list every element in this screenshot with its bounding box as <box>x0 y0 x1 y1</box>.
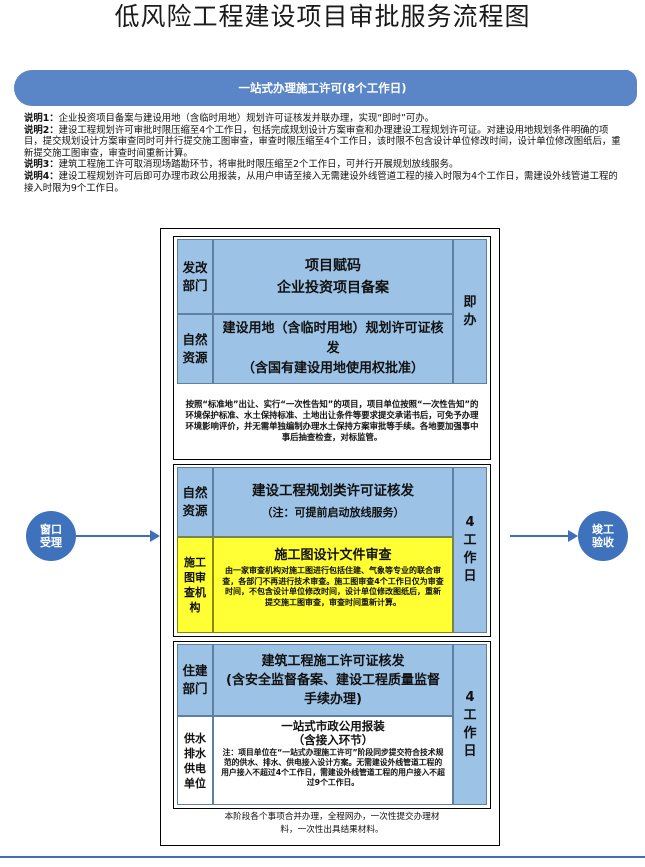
stage2-dept1-label: 自然资源 <box>182 485 208 518</box>
note-3: 说明3：建筑工程施工许可取消现场踏勘环节，将审批时限压缩至2个工作日，可并行开展… <box>24 159 624 171</box>
stage1-item2-line1: 建设用地（含临时用地）规划许可证核发 <box>222 321 444 356</box>
stage3-item2-title: 一站式市政公用报装 （含接入环节） <box>214 717 452 747</box>
left-arrow-line <box>76 535 150 537</box>
stage3-timing: 4工作日 <box>453 644 487 805</box>
banner-end-cap <box>625 70 637 106</box>
note-label: 说明2： <box>24 124 59 136</box>
stage3-item1: 建筑工程施工许可证核发 (含安全监督备案、建设工程质量监督手续办理) <box>213 644 453 716</box>
stage1-item1-line2: 企业投资项目备案 <box>277 279 389 296</box>
right-arrow-line <box>510 535 568 537</box>
stage1-item2-line2: （含国有建设用地使用权批准） <box>241 361 424 376</box>
note-text: 建设工程规划许可后即可办理市政公用报装，从用户申请至接入无需建设外线管道工程的接… <box>24 170 618 194</box>
stage2-item1: 建设工程规划类许可证核发 （注：可提前启动放线服务） <box>213 467 453 537</box>
stage1-dept1: 发改部门 <box>177 239 213 314</box>
stage1-item2: 建设用地（含临时用地）规划许可证核发 （含国有建设用地使用权批准） <box>213 314 453 384</box>
notes-section: 说明1：企业投资项目备案与建设用地（含临时用地）规划许可证核发并联办理，实现“即… <box>24 113 624 194</box>
note-text: 建筑工程施工许可取消现场踏勘环节，将审批时限压缩至2个工作日，可并行开展规划放线… <box>58 159 459 171</box>
stage2-dept2: 施工图审查机构 <box>177 537 213 633</box>
stage2-item2-title: 施工图设计文件审查 <box>214 538 452 564</box>
stage2-dept1: 自然资源 <box>177 467 213 537</box>
note-4: 说明4：建设工程规划许可后即可办理市政公用报装，从用户申请至接入无需建设外线管道… <box>24 171 624 194</box>
completion-acceptance-label: 竣工验收 <box>592 523 614 549</box>
stage1-dept2: 自然资源 <box>177 314 213 384</box>
stage3-timing-label: 4工作日 <box>463 689 477 759</box>
stage3-item2-note: 注：项目单位在“一站式办理施工许可”阶段同步提交符合技术规范的供水、排水、供电接… <box>214 747 452 789</box>
left-arrow-head <box>150 530 160 542</box>
stage2-timing-label: 4工作日 <box>463 515 477 584</box>
note-label: 说明3： <box>24 159 59 171</box>
stage2-timing: 4工作日 <box>453 467 487 633</box>
stage3-item2-note-text: 注：项目单位在“一站式办理施工许可”阶段同步提交符合技术规范的供水、排水、供电接… <box>221 748 445 787</box>
note-label: 说明1： <box>24 113 59 124</box>
window-acceptance-node: 窗口受理 <box>26 511 76 561</box>
window-acceptance-label: 窗口受理 <box>40 523 62 549</box>
stage3-item1-line1: 建筑工程施工许可证核发 <box>261 653 405 669</box>
stage2-item2-title-text: 施工图设计文件审查 <box>274 547 392 563</box>
stage2-dept2-label: 施工图审查机构 <box>184 556 206 614</box>
bottom-divider <box>0 856 645 858</box>
stage3-dept1: 住建部门 <box>177 644 213 716</box>
stage-banner: 一站式办理施工许可(8个工作日) <box>14 70 637 106</box>
stage-footer-text: 本阶段各个事项合并办理，全程网办，一次性提交办理材料，一次性出具结果材料。 <box>224 812 440 835</box>
stage2-item2-note: 由一家审查机构对施工图进行包括住建、气象等专业的联合审查，各部门不再进行技术审查… <box>214 564 452 610</box>
completion-acceptance-node: 竣工验收 <box>578 511 628 561</box>
stage1-note-text: 按照“标准地”出让、实行“一次性告知”的项目，项目单位按照“一次性告知”的环境保… <box>185 399 479 442</box>
process-flow-box: 发改部门 项目赋码 企业投资项目备案 自然资源 建设用地（含临时用地）规划许可证… <box>160 228 500 846</box>
stage3-item2-line1: 一站式市政公用报装 <box>281 719 385 733</box>
stage1-item1-line1: 项目赋码 <box>305 257 361 274</box>
note-text: 建设工程规划许可审批时限压缩至4个工作日，包括完成规划设计方案审查和办理建设工程… <box>24 124 621 159</box>
stage1-timing: 即办 <box>453 239 487 384</box>
stage1-note: 按照“标准地”出让、实行“一次性告知”的项目，项目单位按照“一次性告知”的环境保… <box>177 386 487 456</box>
stage1-timing-label: 即办 <box>463 294 477 328</box>
stage3-dept2: 供水排水供电单位 <box>177 716 213 805</box>
stage3-dept2-label: 供水排水供电单位 <box>184 731 206 790</box>
stage1-dept1-label: 发改部门 <box>182 259 208 293</box>
stage-footer-note: 本阶段各个事项合并办理，全程网办，一次性提交办理材料，一次性出具结果材料。 <box>221 811 443 843</box>
page-title: 低风险工程建设项目审批服务流程图 <box>114 2 531 31</box>
note-1: 说明1：企业投资项目备案与建设用地（含临时用地）规划许可证核发并联办理，实现“即… <box>24 113 624 125</box>
stage1-dept2-label: 自然资源 <box>182 332 208 365</box>
right-arrow-head <box>568 530 578 542</box>
note-text: 企业投资项目备案与建设用地（含临时用地）规划许可证核发并联办理，实现“即时”可办… <box>58 113 434 124</box>
stage2-item1-line1: 建设工程规划类许可证核发 <box>252 483 414 499</box>
stage-banner-label: 一站式办理施工许可(8个工作日) <box>238 81 407 95</box>
stage3-dept1-label: 住建部门 <box>182 663 208 696</box>
stage3-item2-line2: （含接入环节） <box>292 733 374 747</box>
stage1-item1: 项目赋码 企业投资项目备案 <box>213 239 453 314</box>
stage2-item1-line2: （注：可提前启动放线服务） <box>261 506 405 519</box>
stage2-item2-note-text: 由一家审查机构对施工图进行包括住建、气象等专业的联合审查，各部门不再进行技术审查… <box>222 566 444 607</box>
stage2-item2: 施工图设计文件审查 由一家审查机构对施工图进行包括住建、气象等专业的联合审查，各… <box>213 537 453 633</box>
note-label: 说明4： <box>24 170 59 182</box>
note-2: 说明2：建设工程规划许可审批时限压缩至4个工作日，包括完成规划设计方案审查和办理… <box>24 125 624 160</box>
stage3-item1-line2: (含安全监督备案、建设工程质量监督手续办理) <box>226 672 440 707</box>
stage3-item2: 一站式市政公用报装 （含接入环节） 注：项目单位在“一站式办理施工许可”阶段同步… <box>213 716 453 805</box>
